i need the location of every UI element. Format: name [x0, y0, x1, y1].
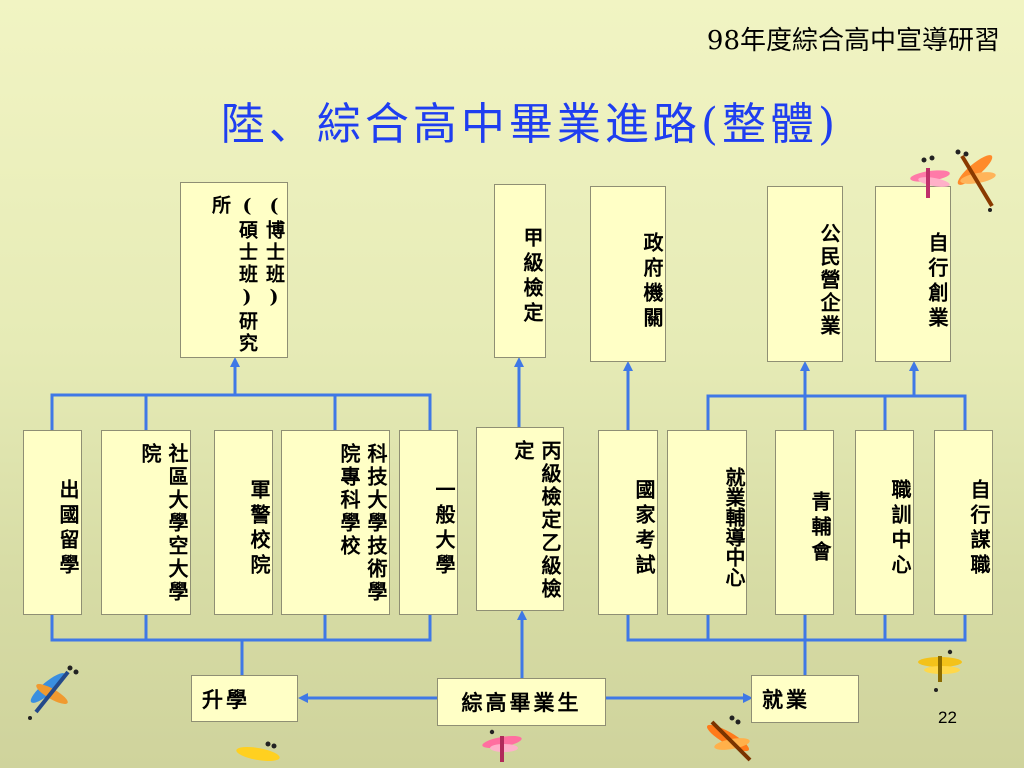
self-business-box: 自行創業	[875, 186, 951, 362]
grade-bc-exam-box: 丙級檢定乙級檢定	[476, 427, 564, 611]
graduate-school-box: (博士班)(碩士班)研究所	[180, 182, 288, 358]
military-police-box: 軍警校院	[214, 430, 273, 615]
dragonfly-icon	[28, 665, 79, 720]
vocational-training-box: 職訓中心	[855, 430, 914, 615]
dragonfly-icon	[482, 729, 522, 762]
study-abroad-box: 出國留學	[23, 430, 82, 615]
national-exam-box: 國家考試	[598, 430, 658, 615]
page-number: 22	[938, 708, 957, 727]
community-college-box: 社區大學空大學院	[101, 430, 191, 615]
dragonfly-icon	[236, 741, 280, 762]
private-enterprise-box: 公民營企業	[767, 186, 843, 362]
employment-center-box: 就業輔導中心	[667, 430, 747, 615]
employment-box: 就業	[751, 675, 859, 723]
dragonfly-icon	[910, 149, 996, 212]
grade-a-exam-box: 甲級檢定	[494, 184, 546, 358]
dragonfly-icon	[918, 649, 962, 692]
youth-council-box: 青輔會	[775, 430, 834, 615]
slide-title: 陸、綜合高中畢業進路(整體)	[220, 99, 840, 150]
general-university-box: 一般大學	[399, 430, 458, 615]
dragonfly-icon	[707, 715, 752, 762]
graduate-student-box: 綜高畢業生	[437, 678, 606, 726]
tech-university-box: 科技大學技術學院專科學校	[281, 430, 390, 615]
government-box: 政府機關	[590, 186, 666, 362]
further-study-box: 升學	[191, 675, 298, 722]
self-job-search-box: 自行謀職	[934, 430, 993, 615]
header-note: 98年度綜合高中宣導研習	[706, 26, 1000, 56]
